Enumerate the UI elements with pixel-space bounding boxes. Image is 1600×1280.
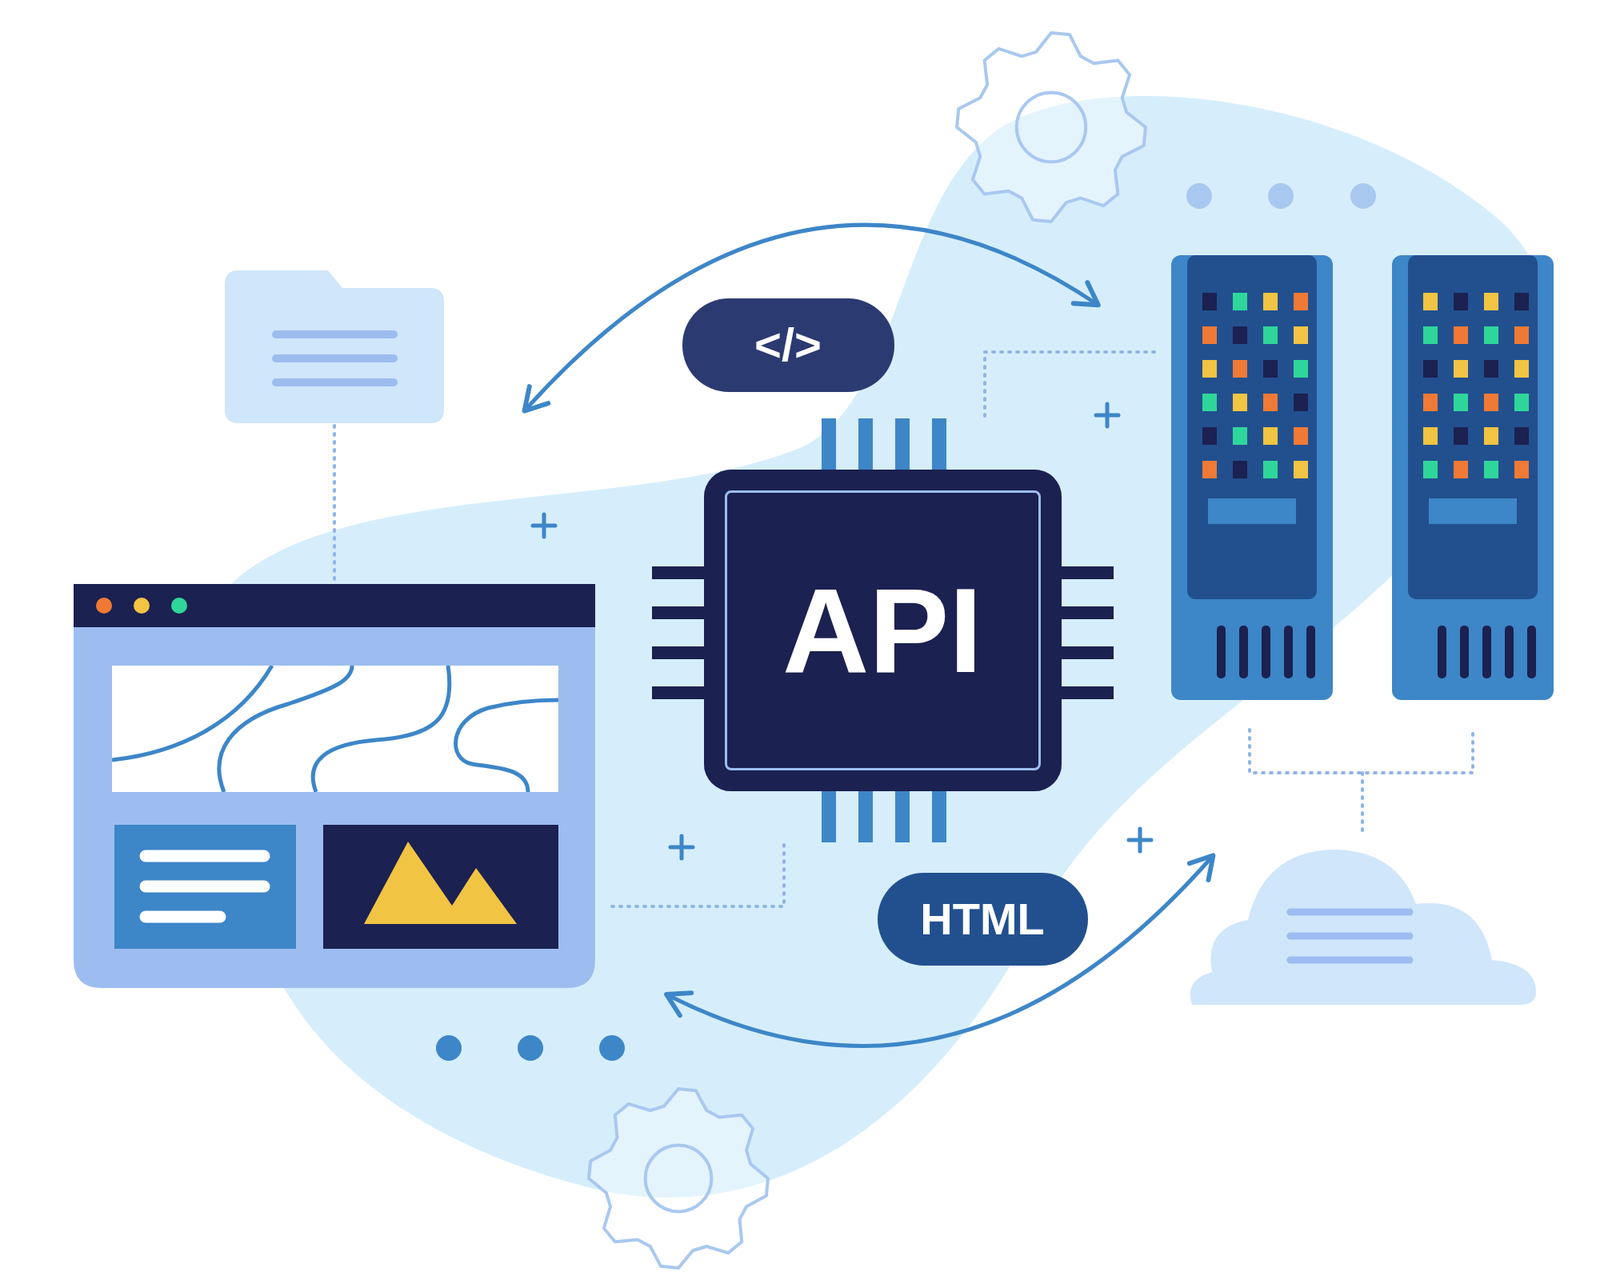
node-label: HTML bbox=[920, 896, 1045, 942]
server-led bbox=[1263, 427, 1278, 445]
server-led bbox=[1453, 460, 1468, 479]
server-led bbox=[1423, 460, 1438, 479]
server-led bbox=[1202, 326, 1217, 344]
server-led bbox=[1484, 360, 1499, 378]
server-vent bbox=[1239, 625, 1248, 679]
server-led bbox=[1423, 326, 1438, 344]
server-led bbox=[1293, 460, 1308, 479]
server-led bbox=[1423, 292, 1438, 311]
server-led bbox=[1202, 460, 1217, 479]
server-led bbox=[1484, 326, 1499, 344]
server-led bbox=[1423, 427, 1438, 445]
server-vent bbox=[1437, 625, 1447, 679]
server-led bbox=[1514, 427, 1529, 445]
plus-signs bbox=[532, 404, 1152, 859]
server-led bbox=[1202, 427, 1217, 445]
server-led bbox=[1514, 326, 1529, 344]
server-led bbox=[1293, 393, 1308, 412]
server-led bbox=[1232, 292, 1248, 311]
node-label: </> bbox=[754, 321, 822, 368]
server-led bbox=[1263, 460, 1278, 479]
server-led bbox=[1484, 460, 1499, 479]
server-led bbox=[1232, 393, 1248, 412]
server-led bbox=[1423, 360, 1438, 378]
server-led bbox=[1232, 460, 1248, 479]
dots bbox=[436, 1035, 625, 1061]
gear-hole bbox=[645, 1145, 712, 1212]
server-led bbox=[1202, 360, 1217, 378]
server-led bbox=[1232, 326, 1248, 344]
server-led bbox=[1453, 326, 1468, 344]
server-led bbox=[1484, 427, 1499, 445]
server-led bbox=[1293, 427, 1308, 445]
server-led bbox=[1293, 360, 1308, 378]
server-led bbox=[1263, 360, 1278, 378]
curved-arrows bbox=[525, 224, 1212, 1046]
server-led bbox=[1263, 292, 1278, 311]
server-led bbox=[1263, 393, 1278, 412]
server-led bbox=[1484, 393, 1499, 412]
gear-icon bbox=[956, 32, 1146, 222]
api-chip: API bbox=[704, 469, 1062, 792]
dots bbox=[1186, 183, 1376, 209]
cloud-icon bbox=[1190, 849, 1536, 1005]
server-led bbox=[1514, 393, 1529, 412]
server-led bbox=[1232, 427, 1248, 445]
gear-hole bbox=[1016, 92, 1086, 162]
gear-icon bbox=[588, 1088, 768, 1268]
server-led bbox=[1453, 427, 1468, 445]
server-led bbox=[1202, 393, 1217, 412]
server-led bbox=[1453, 393, 1468, 412]
server-led bbox=[1232, 360, 1248, 378]
server-led bbox=[1202, 292, 1217, 311]
server-vent bbox=[1482, 625, 1492, 679]
server-led bbox=[1514, 460, 1529, 479]
server-vent bbox=[1284, 625, 1293, 679]
server-vent bbox=[1504, 625, 1514, 679]
server-led bbox=[1453, 292, 1468, 311]
server-vent bbox=[1460, 625, 1469, 679]
server-led bbox=[1453, 360, 1468, 378]
server-vent bbox=[1306, 625, 1316, 679]
server-led bbox=[1263, 326, 1278, 344]
server-led bbox=[1514, 360, 1529, 378]
server-vent bbox=[1216, 625, 1226, 679]
node-label: API bbox=[782, 570, 983, 691]
server-led bbox=[1484, 292, 1499, 311]
server-racks bbox=[1171, 255, 1554, 700]
server-vent bbox=[1261, 625, 1271, 679]
server-led bbox=[1293, 326, 1308, 344]
browser-window bbox=[73, 584, 596, 988]
folder-icon bbox=[224, 270, 444, 424]
server-led bbox=[1293, 292, 1308, 311]
server-led bbox=[1423, 393, 1438, 412]
server-vent bbox=[1527, 625, 1536, 679]
server-led bbox=[1514, 292, 1529, 311]
code-pill: </> bbox=[682, 298, 895, 392]
html-pill: HTML bbox=[877, 872, 1088, 966]
